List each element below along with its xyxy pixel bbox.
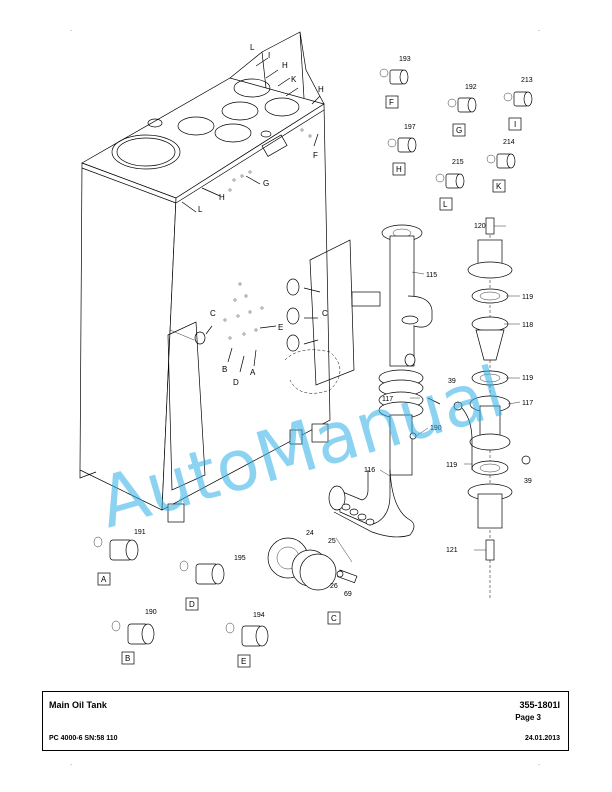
part-number: 117 [382,396,393,403]
cover-c [267,537,358,591]
part-number: 194 [253,612,265,619]
part-number: 26 [330,583,338,590]
view-letter: H [282,61,288,70]
part-number: 117 [522,400,533,407]
view-letter: H [219,193,225,202]
part-number: 69 [344,591,352,598]
part-number: 118 [522,322,533,329]
part-number: 39 [448,378,456,385]
part-number: 195 [234,555,246,562]
part-number: 115 [426,272,437,279]
part-number: 197 [404,124,416,131]
plug-190-b [111,620,155,645]
detail-box-letter: G [456,126,462,135]
plug-214 [486,153,516,169]
part-number-labels: 193 192 213 197 215 214 120 115 119 118 … [134,56,533,619]
view-letter: K [291,75,297,84]
view-letter: E [278,323,283,332]
fitting-dots [223,128,312,340]
part-number: 119 [446,462,457,469]
plug-213 [503,91,533,107]
pipe-assembly [328,224,441,563]
part-number: 119 [522,375,533,382]
view-letter: H [318,85,324,94]
view-letter: G [263,179,269,188]
view-letter: C [210,309,216,318]
main-oil-tank: L I H K H F G H L C C E B D A [79,31,381,523]
machine-model: PC 4000-6 SN:58 110 [49,735,118,742]
detail-box-letter: K [496,182,502,191]
part-number: 24 [306,530,314,537]
view-letter: L [250,43,255,52]
detail-box-letter: B [125,654,130,663]
corner-tick: · [70,762,72,768]
detail-box-letter: H [396,165,402,174]
part-number: 214 [503,139,515,146]
part-number: 191 [134,529,146,536]
direction-arrows [181,57,321,373]
view-letter: F [313,151,318,160]
detail-box-letter: D [189,600,195,609]
part-number: 215 [452,159,464,166]
page-number: Page 3 [515,713,541,722]
part-number: 190 [430,425,442,432]
detail-box-letter: L [443,200,448,209]
part-number: 116 [364,467,375,474]
plug-215 [435,173,465,189]
corner-tick: · [538,762,540,768]
corner-tick: · [70,28,72,34]
view-letter: L [198,205,203,214]
part-number: 119 [522,294,533,301]
title-block: Main Oil Tank 355-1801I Page 3 PC 4000-6… [42,691,569,751]
plug-192 [447,97,477,113]
part-number: 193 [399,56,411,63]
plug-details-bottom [93,536,358,647]
detail-boxes: F G I H L K A D B E C [97,95,522,668]
detail-box-letter: E [241,657,246,666]
detail-box-letter: A [101,575,107,584]
plug-193 [379,68,409,85]
detail-box-letter: F [389,98,394,107]
plug-details-top [379,68,533,189]
part-number: 39 [524,478,532,485]
part-number: 213 [521,77,533,84]
exploded-pipe [453,217,531,600]
detail-box-letter: I [514,120,516,129]
part-number: 25 [328,538,336,545]
plug-194 [225,622,269,647]
corner-tick: · [538,28,540,34]
detail-box-letter: C [331,614,337,623]
view-letter: B [222,365,227,374]
view-letter: A [250,368,256,377]
view-letter: I [268,51,270,60]
diagram-title: Main Oil Tank [49,700,107,710]
part-number: 192 [465,84,477,91]
part-number: 121 [446,547,458,554]
part-number: 120 [474,223,486,230]
document-date: 24.01.2013 [524,735,560,742]
plug-197 [387,137,417,153]
document-number: 355-1801I [519,700,560,710]
part-number: 190 [145,609,157,616]
tank-view-letters: L I H K H F G H L C C E B D A [198,43,328,387]
view-letter: D [233,378,239,387]
plug-195 [179,560,225,585]
view-letter: C [322,309,328,318]
plug-191 [93,536,139,561]
